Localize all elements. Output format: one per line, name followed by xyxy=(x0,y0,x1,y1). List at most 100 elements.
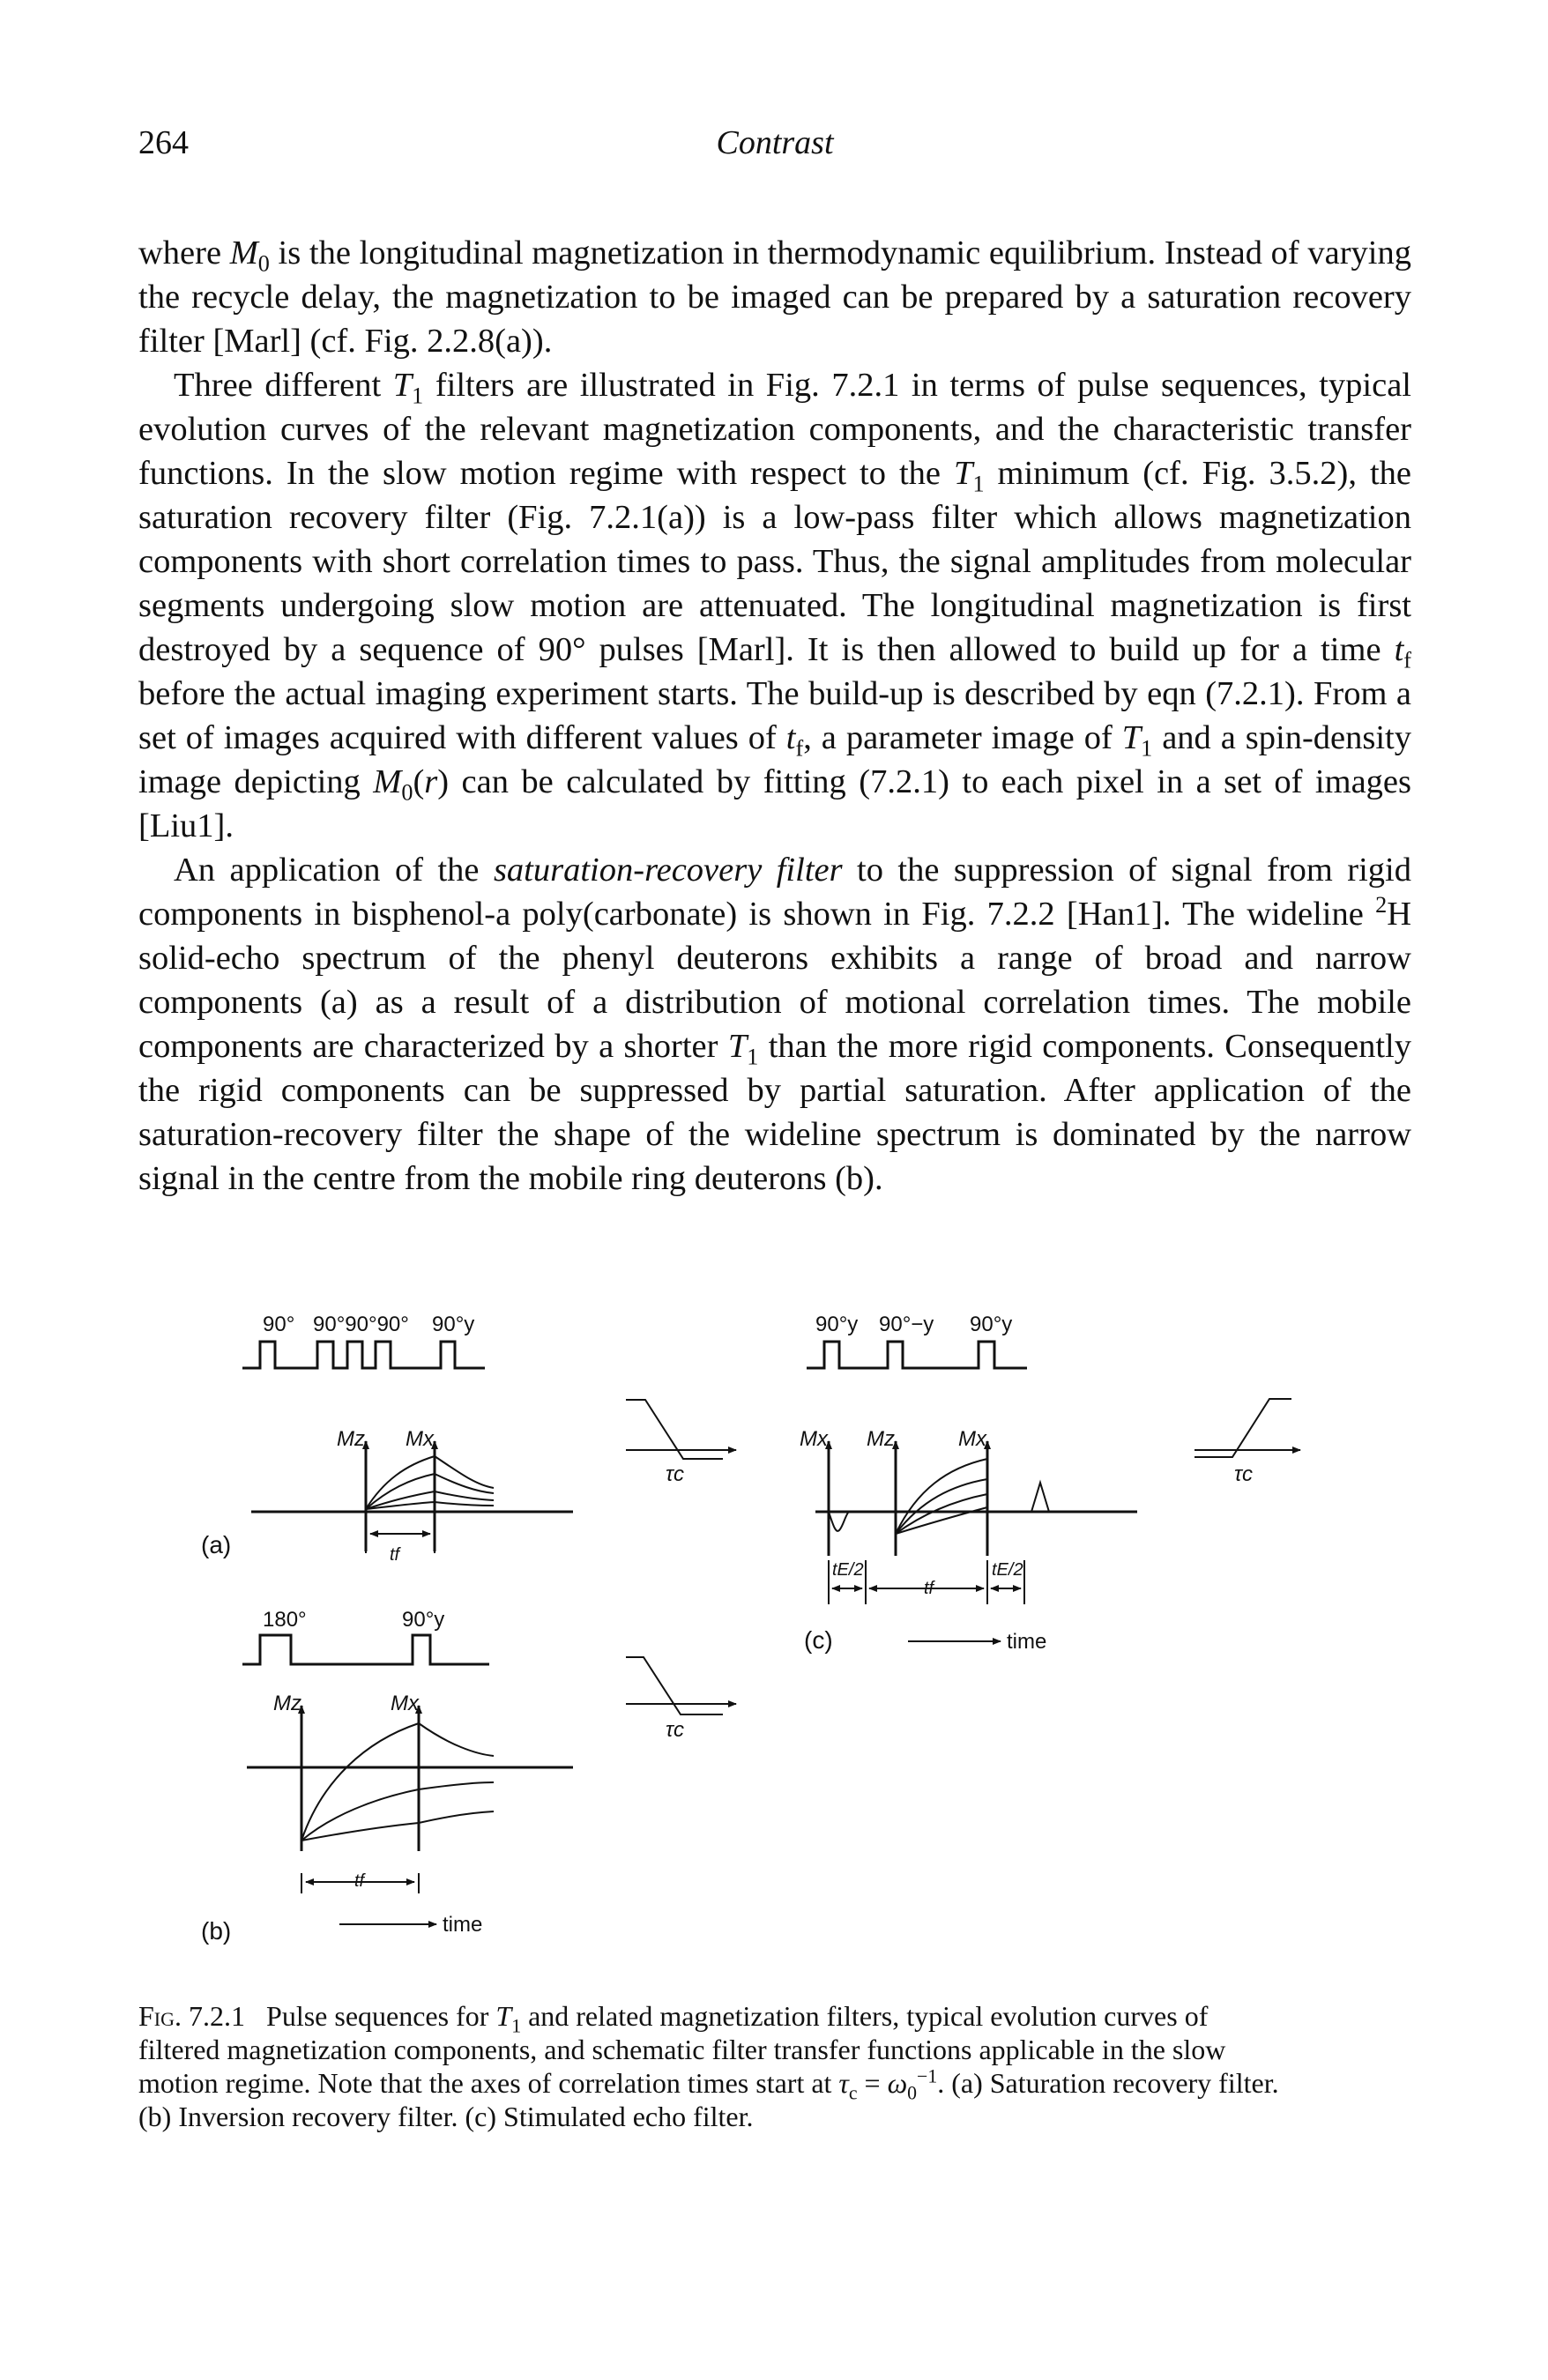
text-run: T xyxy=(495,2000,512,2032)
tau-c-label: τc xyxy=(666,1718,684,1742)
text-run: saturation-recovery filter xyxy=(493,852,843,889)
axis-label: Mz xyxy=(337,1427,365,1451)
text-run: minimum (cf. Fig. 3.5.2), the saturation… xyxy=(138,455,1411,668)
subscript: 0 xyxy=(401,779,413,806)
pulse-label: 90°−y xyxy=(879,1313,934,1336)
paragraph: where M0 is the longitudinal magnetizati… xyxy=(138,231,1411,363)
text-run: = xyxy=(857,2067,888,2099)
pulse-label: 180° xyxy=(263,1608,307,1632)
text-run: is the longitudinal magnetization in the… xyxy=(138,234,1411,360)
text-run: . (a) Saturation recovery filter. (b) In… xyxy=(138,2067,1279,2132)
text-run: than the more rigid components. Conseque… xyxy=(138,1028,1412,1197)
text-run: T xyxy=(392,367,413,404)
text-run: Pulse sequences for xyxy=(266,2000,496,2032)
pulse-train-b xyxy=(242,1633,489,1666)
curve-b xyxy=(301,1781,495,1841)
text-run: t xyxy=(1394,631,1404,668)
axis-label: Mx xyxy=(958,1427,987,1451)
text-run: H solid-echo spectrum of the phenyl deut… xyxy=(138,896,1411,1065)
subscript: f xyxy=(795,735,804,762)
pulse-label: 90° xyxy=(263,1313,294,1336)
curve-b xyxy=(301,1811,495,1841)
curve-c xyxy=(895,1478,988,1535)
panel-label-a: (a) xyxy=(201,1531,231,1558)
curve-a xyxy=(365,1472,495,1510)
fid-c xyxy=(828,1511,849,1532)
tau-c-label: τc xyxy=(666,1462,684,1486)
text-run: ) can be calculated by fitting (7.2.1) t… xyxy=(138,763,1411,844)
curve-a xyxy=(365,1490,495,1510)
page-header: 264 Contrast xyxy=(138,123,1411,167)
pulse-train-a xyxy=(242,1340,485,1370)
pulse-label: 90°y xyxy=(815,1313,858,1336)
text-run: T xyxy=(1121,719,1142,756)
text-run: and a spin-density image depicting xyxy=(138,719,1412,800)
curve-c xyxy=(895,1506,988,1535)
subscript: 1 xyxy=(972,471,985,497)
subscript: 0 xyxy=(257,250,270,277)
axis-label: Mz xyxy=(273,1692,301,1715)
te-label: tE/2 xyxy=(832,1560,864,1580)
axis-label: Mx xyxy=(391,1692,420,1715)
text-run: Three different xyxy=(174,367,393,404)
figure-7-2-1: 90° 90°90°90° 90°y Mz Mx tf (a) τc 180° … xyxy=(132,1269,1410,1992)
pulse-label: 90°90°90° xyxy=(313,1313,409,1336)
curve-a xyxy=(365,1454,495,1510)
subscript: 0 xyxy=(907,2082,918,2104)
page-number: 264 xyxy=(138,124,189,161)
text-run: T xyxy=(727,1028,748,1065)
paragraph: An application of the saturation-recover… xyxy=(138,848,1411,1201)
echo-c xyxy=(1023,1479,1058,1513)
axis-label: Mx xyxy=(406,1427,435,1451)
curve-c xyxy=(895,1458,988,1535)
body-text: where M0 is the longitudinal magnetizati… xyxy=(138,231,1411,1201)
text-run: M xyxy=(373,763,402,800)
subscript: f xyxy=(1403,647,1411,673)
subscript: 1 xyxy=(1141,735,1153,762)
text-run: τ xyxy=(838,2067,849,2099)
pulse-train-c xyxy=(807,1340,1027,1370)
subscript: 1 xyxy=(747,1044,759,1070)
curve-a xyxy=(365,1500,495,1510)
caption-text: Pulse sequences for T1 and related magne… xyxy=(138,2000,1279,2132)
text-run: r xyxy=(424,763,438,800)
tau-c-label: τc xyxy=(1234,1462,1253,1486)
axis-label: Mz xyxy=(867,1427,895,1451)
text-run: , a parameter image of xyxy=(803,719,1122,756)
text-run: ( xyxy=(413,763,425,800)
text-run: t xyxy=(785,719,796,756)
text-run: filters are illustrated in Fig. 7.2.1 in… xyxy=(138,367,1411,492)
curve-c xyxy=(895,1493,988,1535)
tf-label: tf xyxy=(354,1871,367,1891)
panel-label-b: (b) xyxy=(201,1917,231,1945)
text-run: M xyxy=(229,234,258,271)
te-label: tE/2 xyxy=(992,1560,1023,1580)
text-run: before the actual imaging experiment sta… xyxy=(138,675,1411,756)
axis-label: Mx xyxy=(800,1427,829,1451)
time-label: time xyxy=(443,1913,482,1937)
figure-caption: Fig. 7.2.1 Pulse sequences for T1 and re… xyxy=(138,1999,1284,2133)
text-run: T xyxy=(954,455,973,492)
superscript: −1 xyxy=(917,2065,938,2087)
caption-label: Fig. 7.2.1 xyxy=(138,2000,246,2032)
tf-label: tf xyxy=(390,1545,402,1565)
text-run: and related magnetization filters, typic… xyxy=(138,2000,1226,2099)
subscript: 1 xyxy=(412,383,424,409)
paragraph: Three different T1 filters are illustrat… xyxy=(138,363,1411,848)
time-label: time xyxy=(1007,1630,1046,1654)
text-run: ω xyxy=(887,2067,908,2099)
transfer-function-a xyxy=(626,1399,723,1460)
superscript: 2 xyxy=(1375,892,1388,919)
text-run: where xyxy=(138,234,230,271)
transfer-function-c xyxy=(1194,1398,1291,1458)
running-title: Contrast xyxy=(716,124,834,161)
subscript: c xyxy=(848,2082,858,2104)
figure-diagram: 90° 90°90°90° 90°y Mz Mx tf (a) τc 180° … xyxy=(201,1313,1301,1945)
subscript: 1 xyxy=(511,2015,522,2037)
text-run: to the suppression of signal from rigid … xyxy=(138,852,1412,933)
curve-b xyxy=(301,1722,495,1841)
pulse-label: 90°y xyxy=(432,1313,474,1336)
pulse-label: 90°y xyxy=(402,1608,444,1632)
text-run: An application of the xyxy=(174,852,494,889)
panel-label-c: (c) xyxy=(804,1626,833,1654)
